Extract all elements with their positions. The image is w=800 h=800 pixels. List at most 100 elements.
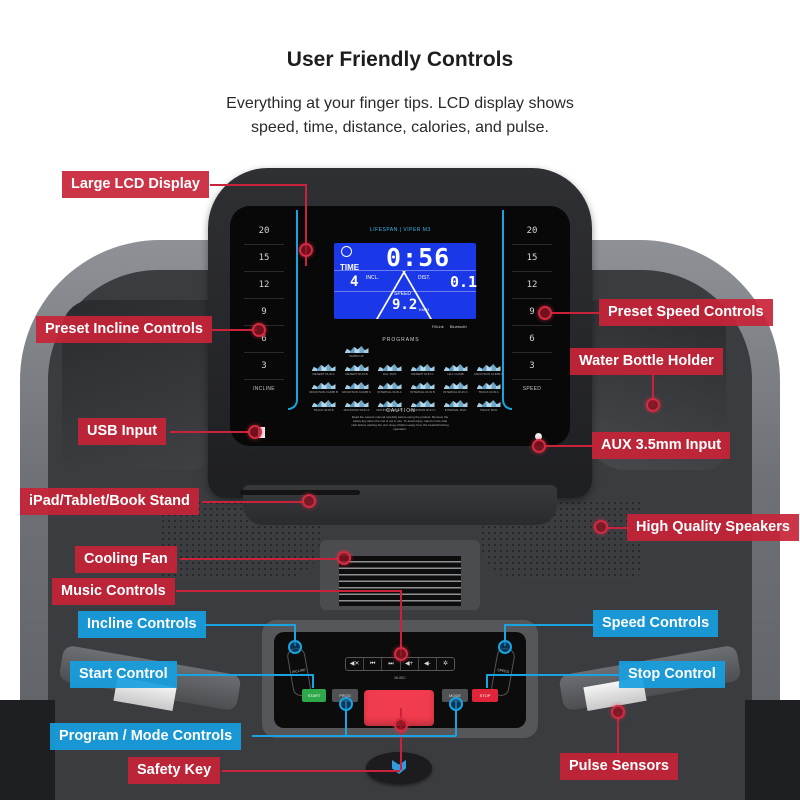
lcd-incline-label: INCL. (366, 275, 379, 281)
callout-line (170, 431, 250, 433)
incline-preset-20[interactable]: 20 (244, 218, 284, 245)
program-item: TRACK RUN (473, 400, 504, 412)
program-item: INTERVAL RUN B (407, 382, 438, 394)
callout-line (222, 770, 400, 772)
speed-preset-15[interactable]: 15 (512, 245, 552, 272)
program-profile-icon (410, 382, 435, 389)
callout-aux-input: AUX 3.5mm Input (592, 432, 731, 459)
callout-dot (594, 520, 608, 534)
accent-line-right (502, 210, 512, 410)
lcd-divider (334, 291, 476, 292)
caution-title: CAUTION (386, 408, 416, 414)
speed-preset-6[interactable]: 6 (512, 326, 552, 353)
speed-preset-12[interactable]: 12 (512, 272, 552, 299)
callout-program-mode-controls: Program / Mode Controls (50, 723, 242, 750)
lcd-time-value: 0:56 (386, 243, 451, 272)
incline-preset-label: INCLINE (253, 386, 275, 392)
page-title: User Friendly Controls (286, 48, 514, 71)
callout-pulse-sensors: Pulse Sensors (560, 753, 678, 780)
upright-post-left (0, 700, 55, 800)
aux-port[interactable] (535, 433, 542, 440)
speed-preset-20[interactable]: 20 (512, 218, 552, 245)
callout-line (486, 674, 621, 676)
callout-water-bottle-holder: Water Bottle Holder (570, 348, 723, 375)
program-item: WARM UP (341, 346, 372, 358)
callout-line (505, 624, 597, 626)
program-profile-icon (311, 400, 336, 407)
program-profile-icon (476, 382, 501, 389)
callout-line (504, 624, 506, 646)
fan-button[interactable]: ✲ (442, 661, 448, 667)
callout-dot (498, 640, 512, 654)
incline-preset-6[interactable]: 6 (244, 326, 284, 353)
tablet-stand-slot (240, 490, 360, 495)
caution-text: Read the owners manual carefully before … (351, 415, 449, 431)
program-profile-icon (311, 364, 336, 371)
program-profile-icon (377, 364, 402, 371)
callout-line (400, 708, 402, 770)
program-profile-icon (443, 364, 468, 371)
program-item: TRACK RUN B (308, 400, 339, 412)
program-profile-icon (377, 400, 402, 407)
programs-title: PROGRAMS (382, 337, 420, 343)
mute-button[interactable]: ◀✕ (346, 658, 365, 670)
program-item: MOUNTAIN RUN A (341, 400, 372, 412)
callout-line (202, 501, 304, 503)
callout-line (203, 624, 296, 626)
program-item (407, 346, 438, 358)
program-profile-icon (476, 364, 501, 371)
callout-line (345, 700, 347, 736)
callout-dot (248, 425, 262, 439)
callout-line (312, 674, 314, 688)
program-item (440, 346, 471, 358)
previous-track-button[interactable]: ⏮ (364, 658, 383, 670)
stop-button[interactable]: STOP (472, 689, 498, 702)
callout-speed-controls: Speed Controls (593, 610, 719, 637)
program-item: MOUNTAIN CLIMB B (308, 382, 339, 394)
lcd-speed-label: SPEED (394, 291, 411, 297)
callout-usb-input: USB Input (78, 418, 167, 445)
program-item: INTERVAL RUN (440, 400, 471, 412)
program-item: HILL RUN (374, 364, 405, 376)
program-profile-icon (344, 346, 369, 353)
volume-up-button[interactable]: ◀+ (401, 658, 419, 670)
callout-large-lcd-display: Large LCD Display (62, 171, 209, 198)
callout-dot (394, 718, 408, 732)
callout-dot (299, 243, 313, 257)
speed-preset-9[interactable]: 9 (512, 299, 552, 326)
lcd-time-label: TIME (340, 263, 360, 272)
program-profile-icon (344, 382, 369, 389)
incline-preset-9[interactable]: 9 (244, 299, 284, 326)
program-item: TRACK RUN A (473, 382, 504, 394)
next-track-button[interactable]: ⏭ (382, 658, 401, 670)
incline-preset-3[interactable]: 3 (244, 353, 284, 380)
callout-dot (538, 306, 552, 320)
callout-high-quality-speakers: High Quality Speakers (627, 514, 799, 541)
program-profile-icon (410, 400, 435, 407)
program-item (473, 346, 504, 358)
callout-line (175, 674, 313, 676)
incline-preset-15[interactable]: 15 (244, 245, 284, 272)
subtitle-line-2: speed, time, distance, calories, and pul… (251, 119, 549, 136)
start-button[interactable]: START (302, 689, 326, 702)
callout-line (180, 558, 338, 560)
volume-down-button[interactable]: ◀- (419, 658, 437, 670)
incline-preset-12[interactable]: 12 (244, 272, 284, 299)
clock-icon (341, 246, 352, 257)
lcd-distance-value: 0.1 (450, 273, 478, 291)
callout-line (252, 735, 456, 737)
program-profile-icon (377, 382, 402, 389)
program-item: DESERT RUN A (308, 364, 339, 376)
speed-preset-3[interactable]: 3 (512, 353, 552, 380)
program-profile-icon (476, 400, 501, 407)
speed-preset-column: 20 15 12 9 6 3 SPEED (512, 218, 552, 392)
music-label: MUSIC (394, 676, 406, 680)
callout-line (176, 590, 401, 592)
callout-safety-key: Safety Key (128, 757, 221, 784)
callout-music-controls: Music Controls (52, 578, 175, 605)
callout-line (546, 445, 594, 447)
callout-line (550, 312, 600, 314)
program-profile-icon (311, 382, 336, 389)
callout-preset-incline-controls: Preset Incline Controls (36, 316, 212, 343)
program-profile-icon (344, 364, 369, 371)
